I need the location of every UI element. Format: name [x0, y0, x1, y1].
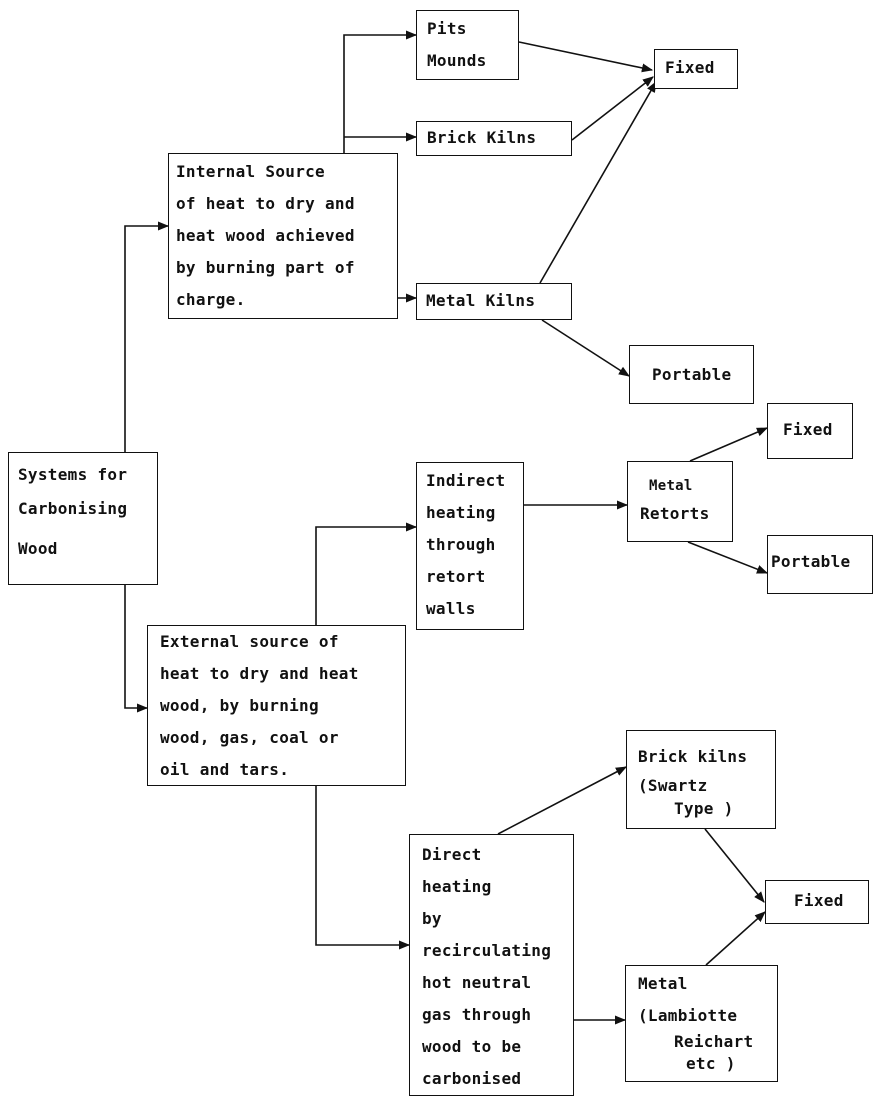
box-external-source: External source of heat to dry and heat … [147, 625, 406, 786]
box-line: gas through [422, 1005, 532, 1024]
box-line: Brick kilns [638, 747, 748, 766]
box-line: Indirect [426, 471, 506, 490]
box-indirect-heating: Indirect heating through retort walls [416, 462, 524, 630]
connector-external-direct [315, 786, 411, 950]
box-systems-for-carbonising-wood: Systems for Carbonising Wood [8, 452, 158, 585]
box-line: Reichart [674, 1032, 754, 1051]
box-fixed-3: Fixed [765, 880, 869, 924]
box-line: Mounds [427, 51, 487, 70]
connector-metal-kilns-portable [541, 319, 630, 377]
box-line: Metal Kilns [426, 291, 536, 310]
box-metal-retorts: Metal Retorts [627, 461, 733, 542]
box-line: Systems for [18, 465, 128, 484]
box-line: Portable [652, 365, 732, 384]
box-line: heating [422, 877, 492, 896]
box-line: charge. [176, 290, 246, 309]
box-line: by [422, 909, 442, 928]
box-line: Portable [771, 552, 851, 571]
box-line: Wood [18, 539, 58, 558]
box-line: Metal [638, 974, 688, 993]
box-line: Carbonising [18, 499, 128, 518]
box-line: walls [426, 599, 476, 618]
connector-metal-kilns-fixed [539, 81, 657, 284]
box-line: Pits [427, 19, 467, 38]
box-line: heating [426, 503, 496, 522]
box-brick-kilns-swartz: Brick kilns (Swartz Type ) [626, 730, 776, 829]
box-portable-1: Portable [629, 345, 754, 404]
box-line: Fixed [794, 891, 844, 910]
box-line: wood, by burning [160, 696, 319, 715]
box-line: recirculating [422, 941, 552, 960]
connector-metal-fixed [705, 911, 766, 966]
box-line: Metal [649, 478, 693, 494]
connector-root-internal [124, 221, 170, 452]
box-line: of heat to dry and [176, 194, 355, 213]
box-line: through [426, 535, 496, 554]
box-line: wood to be [422, 1037, 522, 1056]
box-metal-lambiotte: Metal (Lambiotte Reichart etc ) [625, 965, 778, 1082]
connector-brick-fixed [571, 76, 654, 141]
connector-retorts-portable [687, 541, 769, 574]
box-line: heat to dry and heat [160, 664, 359, 683]
box-line: Type ) [674, 799, 734, 818]
box-internal-source: Internal Source of heat to dry and heat … [168, 153, 398, 319]
connector-brick-swartz-fixed [704, 828, 765, 903]
box-pits-mounds: Pits Mounds [416, 10, 519, 80]
box-line: hot neutral [422, 973, 532, 992]
box-line: External source of [160, 632, 339, 651]
connector-root-external [124, 585, 149, 713]
box-line: etc ) [686, 1054, 736, 1073]
box-line: wood, gas, coal or [160, 728, 339, 747]
box-brick-kilns: Brick Kilns [416, 121, 572, 156]
box-fixed-2: Fixed [767, 403, 853, 459]
box-line: Brick Kilns [427, 128, 537, 147]
connector-pits-fixed [518, 41, 654, 73]
box-line: oil and tars. [160, 760, 290, 779]
box-line: heat wood achieved [176, 226, 355, 245]
connector-direct-brick-swartz [497, 766, 627, 835]
box-direct-heating: Direct heating by recirculating hot neut… [409, 834, 574, 1096]
connector-internal-pits [343, 30, 418, 153]
box-line: Direct [422, 845, 482, 864]
box-line: Fixed [665, 58, 715, 77]
box-line: Fixed [783, 420, 833, 439]
box-line: Internal Source [176, 162, 325, 181]
box-line: retort [426, 567, 486, 586]
connector-external-indirect [315, 522, 418, 625]
box-line: (Lambiotte [638, 1006, 738, 1025]
box-line: (Swartz [638, 776, 708, 795]
box-portable-2: Portable [767, 535, 873, 594]
box-line: carbonised [422, 1069, 522, 1088]
box-fixed-1: Fixed [654, 49, 738, 89]
box-metal-kilns: Metal Kilns [416, 283, 572, 320]
box-line: Retorts [640, 504, 710, 523]
box-line: by burning part of [176, 258, 355, 277]
connector-retorts-fixed [689, 427, 769, 462]
